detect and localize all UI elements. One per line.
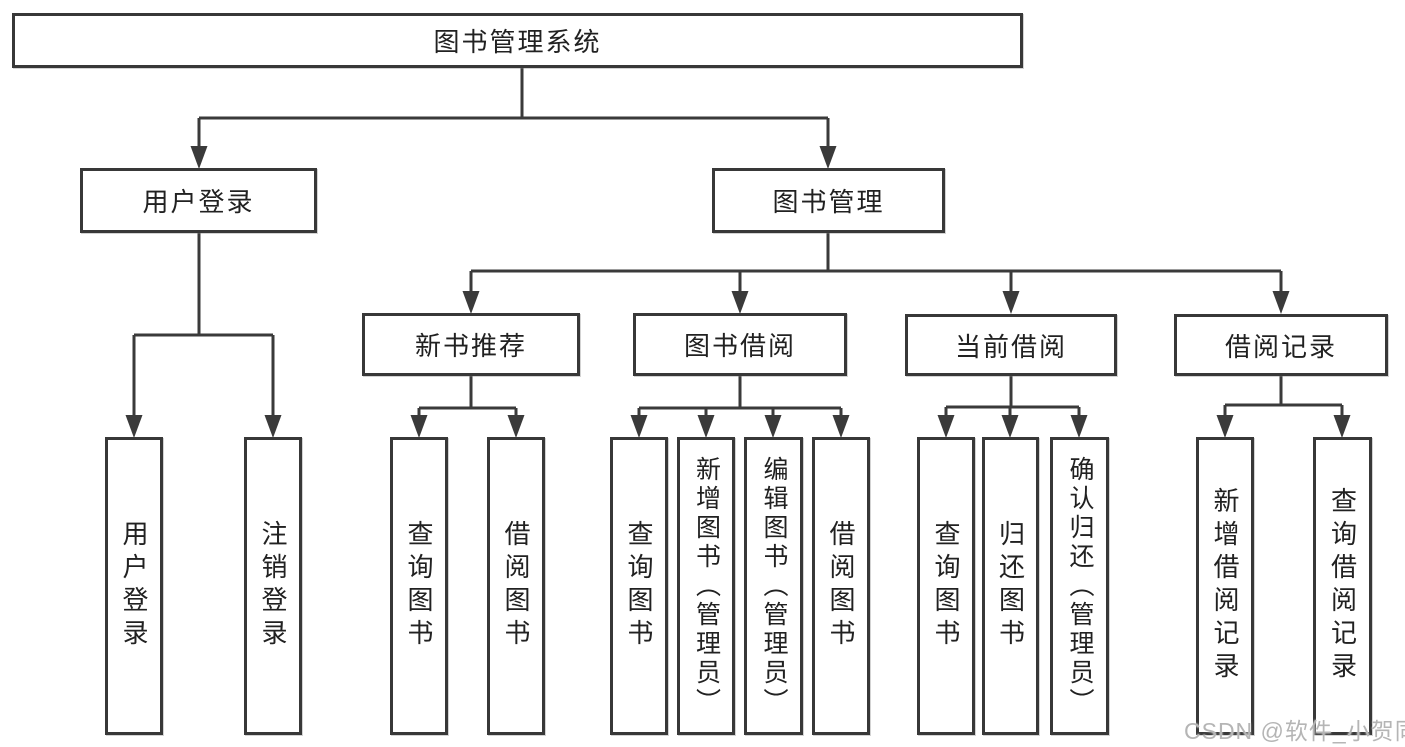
node-query-borrow-record: 查询借阅记录 xyxy=(1313,437,1372,735)
arrowhead-icon xyxy=(937,415,955,438)
node-book-management: 图书管理 xyxy=(712,168,945,233)
fork-from-user-login xyxy=(132,233,275,423)
node-query-book-borrowing: 查询图书 xyxy=(610,437,668,735)
arrowhead-icon xyxy=(731,291,749,314)
watermark: CSDN @软件_小贺同学 xyxy=(1184,718,1405,744)
node-add-borrow-record: 新增借阅记录 xyxy=(1196,437,1254,735)
node-confirm-return-admin: 确认归还（管理员） xyxy=(1050,437,1109,735)
node-return-book: 归还图书 xyxy=(982,437,1039,735)
fork-from-book-borrowing xyxy=(637,376,843,423)
arrowhead-icon xyxy=(410,415,428,438)
node-new-book-recommend: 新书推荐 xyxy=(362,313,580,376)
fork-from-book-management xyxy=(469,233,1283,299)
node-book-borrowing: 图书借阅 xyxy=(633,313,847,376)
node-query-book-recommend: 查询图书 xyxy=(390,437,448,735)
node-borrow-book-borrowing: 借阅图书 xyxy=(812,437,870,735)
node-edit-book-admin: 编辑图书（管理员） xyxy=(744,437,803,735)
arrowhead-icon xyxy=(764,415,782,438)
arrowhead-icon xyxy=(1272,291,1290,314)
arrowhead-icon xyxy=(1002,291,1020,314)
arrowhead-icon xyxy=(462,291,480,314)
node-user-login: 用户登录 xyxy=(80,168,317,233)
node-query-book-current: 查询图书 xyxy=(917,437,975,735)
arrowhead-icon xyxy=(819,146,837,169)
arrowhead-icon xyxy=(125,415,143,438)
arrowhead-icon xyxy=(1333,415,1351,438)
arrowhead-icon xyxy=(697,415,715,438)
node-add-book-admin: 新增图书（管理员） xyxy=(677,437,735,735)
arrowhead-icon xyxy=(507,415,525,438)
arrowhead-icon xyxy=(1001,415,1019,438)
fork-from-root xyxy=(197,68,830,154)
fork-from-borrowing-records xyxy=(1223,376,1344,423)
node-borrow-book-recommend: 借阅图书 xyxy=(487,437,545,735)
arrowhead-icon xyxy=(1216,415,1234,438)
node-logout-leaf: 注销登录 xyxy=(244,437,302,735)
arrowhead-icon xyxy=(832,415,850,438)
arrowhead-icon xyxy=(630,415,648,438)
arrowhead-icon xyxy=(190,146,208,169)
fork-from-new-book-recommend xyxy=(417,376,518,423)
arrowhead-icon xyxy=(264,415,282,438)
arrowhead-icon xyxy=(1070,415,1088,438)
node-current-borrowing: 当前借阅 xyxy=(905,314,1117,376)
node-borrowing-records: 借阅记录 xyxy=(1174,314,1388,376)
node-user-login-leaf: 用户登录 xyxy=(105,437,163,735)
node-root: 图书管理系统 xyxy=(12,13,1023,68)
